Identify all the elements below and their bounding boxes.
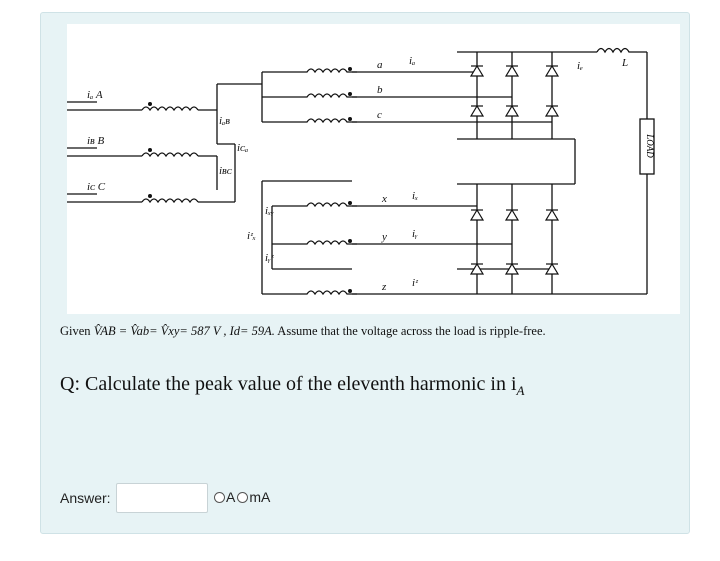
label-iCA: iᴄₐ [237, 142, 248, 154]
label-z: z [381, 281, 387, 293]
answer-label: Answer: [60, 490, 111, 506]
given-prefix: Given [60, 324, 94, 338]
label-iBC: iʙᴄ [219, 165, 233, 177]
question-body: Q: Calculate the peak value of the eleve… [60, 373, 517, 395]
unit-option-a[interactable]: A [214, 489, 235, 505]
question-subscript: A [516, 383, 525, 398]
label-y: y [381, 231, 387, 243]
unit-option-ma[interactable]: mA [237, 489, 270, 505]
label-iAB: iₐʙ [219, 115, 230, 127]
label-ixy: iₓᵧ [265, 205, 274, 217]
label-iyz: iᵧᶻ [265, 252, 275, 264]
given-current: Id= 59A. [229, 324, 275, 338]
label-c: c [377, 109, 382, 121]
label-iy: iᵧ [412, 228, 418, 240]
label-iz: iᶻ [412, 277, 419, 289]
unit-selector: A mA [214, 489, 272, 505]
given-suffix: Assume that the voltage across the load … [277, 324, 546, 338]
label-b: b [377, 84, 383, 96]
circuit-diagram: iₐ A iʙ B iᴄ C iₐʙ iᴄₐ iʙᴄ a b c iₐ x y … [67, 24, 680, 314]
label-iB-B: iʙ B [87, 135, 105, 147]
label-L: L [621, 57, 628, 69]
label-izx: iᶻₓ [247, 230, 256, 242]
label-ix: iₓ [412, 190, 418, 202]
unit-label-ma: mA [249, 489, 271, 505]
label-iC-C: iᴄ C [87, 181, 106, 193]
radio-ma[interactable] [237, 491, 249, 503]
given-voltage: V̂AB = V̂ab= V̂xy= 587 V , [93, 324, 227, 338]
circuit-svg: iₐ A iʙ B iᴄ C iₐʙ iᴄₐ iʙᴄ a b c iₐ x y … [67, 47, 655, 296]
answer-input[interactable] [116, 483, 208, 513]
given-statement: Given V̂AB = V̂ab= V̂xy= 587 V , Id= 59A… [60, 324, 546, 339]
label-iA-A: iₐ A [87, 89, 103, 101]
label-ia: iₐ [409, 55, 415, 67]
label-a: a [377, 59, 383, 71]
question-text: Q: Calculate the peak value of the eleve… [60, 373, 524, 399]
unit-label-a: A [226, 489, 236, 505]
label-id: iₑ [577, 60, 583, 72]
label-x: x [381, 193, 387, 205]
label-load: LOAD [645, 133, 655, 158]
radio-a[interactable] [214, 491, 225, 503]
